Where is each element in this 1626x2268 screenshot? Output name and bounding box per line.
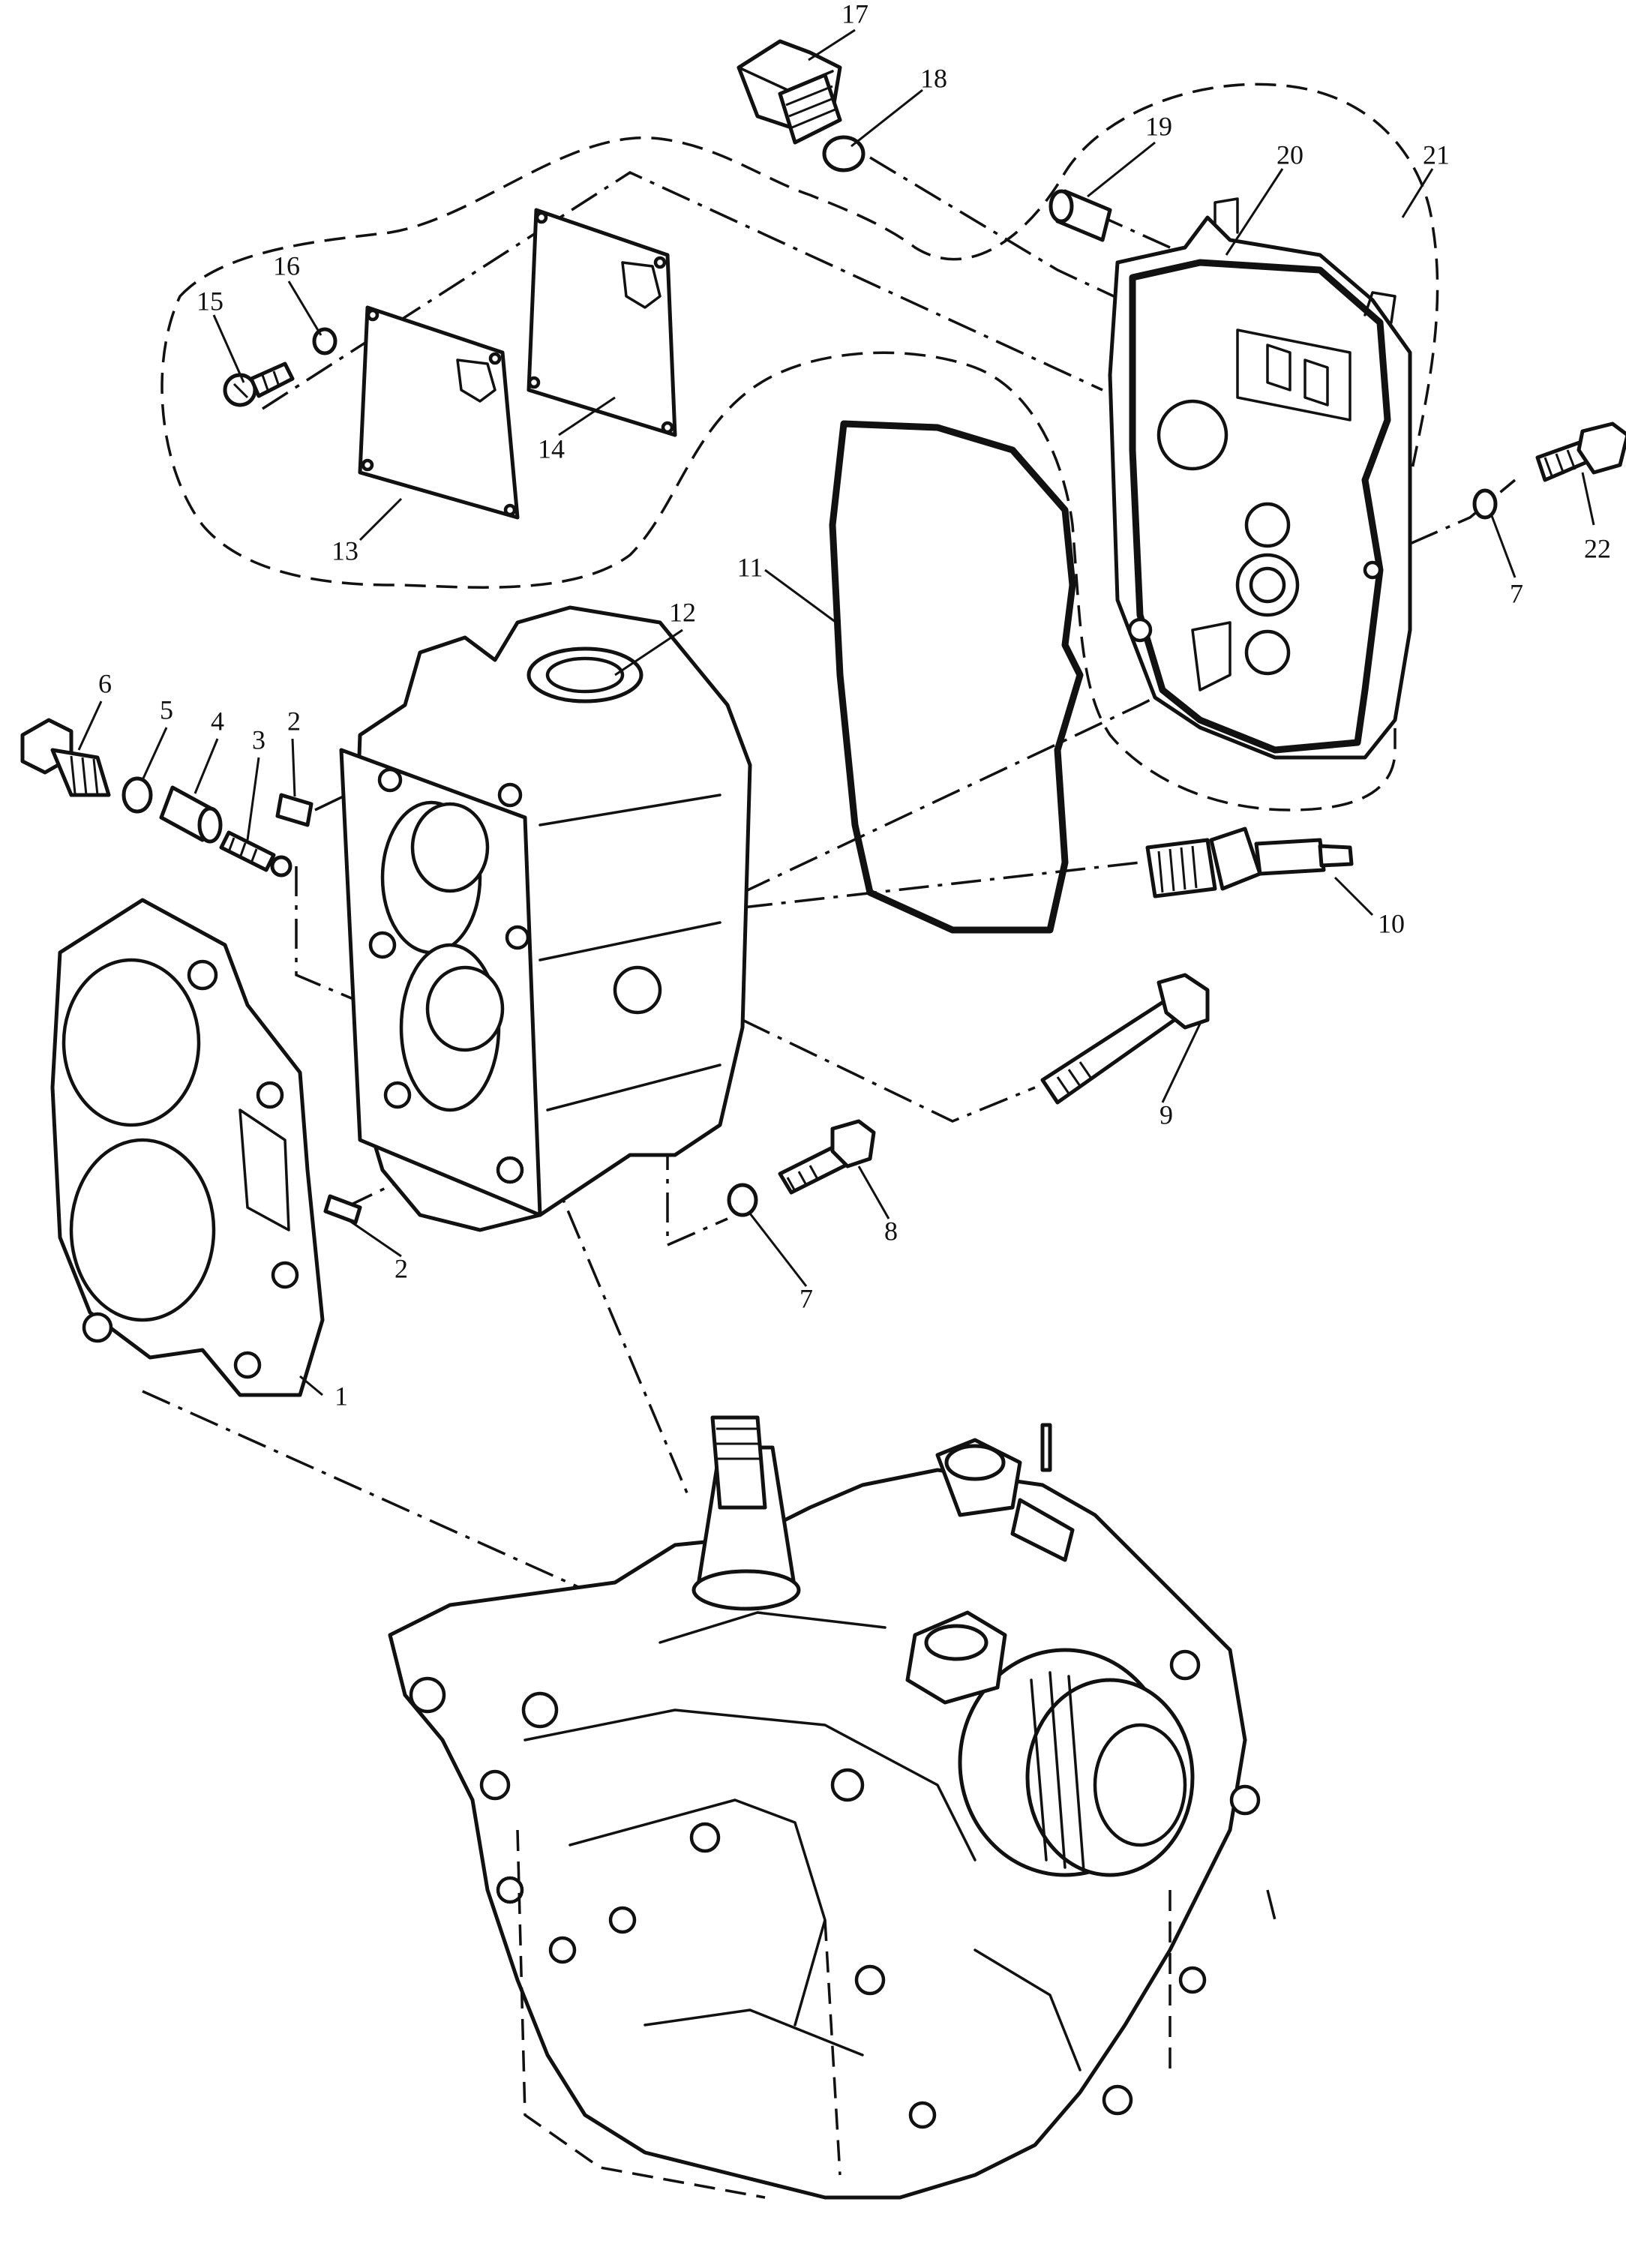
callout-1: 1	[334, 1381, 348, 1411]
callout-8: 8	[884, 1216, 898, 1246]
oil-filler-cap	[736, 39, 842, 145]
head-gasket-1	[50, 898, 325, 1397]
head-cover	[1108, 197, 1412, 760]
assembly-line-screw3	[295, 866, 368, 1006]
assembly-line-oilcap	[869, 156, 1171, 324]
callout-3: 3	[252, 724, 266, 754]
dowel-pin-2-top	[275, 793, 314, 827]
assembly-line-sparkplug	[742, 861, 1141, 909]
callout-14: 14	[538, 434, 565, 464]
cylinder-head	[339, 605, 752, 1232]
callout-labels: 17 18 19 20 21 16 15 14 13 11 12 22 7 6 …	[98, 0, 1611, 1411]
callout-6: 6	[98, 668, 112, 698]
gasket-11	[829, 420, 1084, 934]
assembly-line-bolt9	[742, 1018, 1036, 1123]
screw-15	[223, 362, 295, 407]
assembly-line-bolt8	[666, 1140, 728, 1247]
spark-plug	[1145, 826, 1354, 898]
assembly-line-head-cover	[742, 614, 1321, 894]
bolt-9	[1040, 973, 1210, 1105]
callout-2-bottom: 2	[394, 1253, 408, 1283]
sleeve-4	[159, 785, 223, 844]
group-outline-cover-plates	[160, 82, 1439, 812]
washer-16	[312, 327, 338, 356]
callout-12: 12	[669, 597, 696, 627]
callout-19: 19	[1145, 111, 1172, 141]
assembly-line-pin	[314, 764, 410, 812]
assembly-line-head-block	[546, 1162, 692, 1501]
breather-pipe	[1048, 189, 1112, 242]
callout-18: 18	[920, 63, 947, 93]
leader-lines	[77, 28, 1595, 1396]
callout-11: 11	[737, 552, 764, 582]
o-ring-5	[122, 776, 153, 814]
bolt-22	[1535, 422, 1626, 482]
cover-plate-14	[526, 208, 677, 437]
callout-17: 17	[842, 0, 868, 28]
callout-16: 16	[273, 250, 300, 280]
bolt-8	[778, 1119, 876, 1195]
washer-7-top	[1472, 488, 1498, 520]
callout-15: 15	[196, 286, 224, 316]
cover-plate-13	[358, 305, 520, 520]
callout-4: 4	[211, 706, 224, 736]
assembly-line-right	[1266, 1889, 1276, 1921]
callout-10: 10	[1378, 908, 1405, 938]
plug-6	[20, 718, 111, 797]
callout-9: 9	[1160, 1100, 1173, 1130]
callout-7-top: 7	[1510, 578, 1523, 608]
assembly-line-bolt22	[1409, 478, 1516, 545]
callout-20: 20	[1276, 140, 1304, 170]
callout-2-top: 2	[287, 706, 301, 736]
callout-22: 22	[1584, 533, 1611, 563]
callout-21: 21	[1423, 140, 1450, 170]
dowel-pin-2-bottom	[323, 1194, 362, 1225]
callout-13: 13	[332, 536, 358, 566]
callout-7-bottom: 7	[800, 1283, 813, 1313]
washer-7-bottom	[727, 1183, 758, 1217]
screw-3	[219, 830, 292, 878]
crankcase	[388, 1415, 1261, 2200]
callout-5: 5	[160, 694, 173, 724]
